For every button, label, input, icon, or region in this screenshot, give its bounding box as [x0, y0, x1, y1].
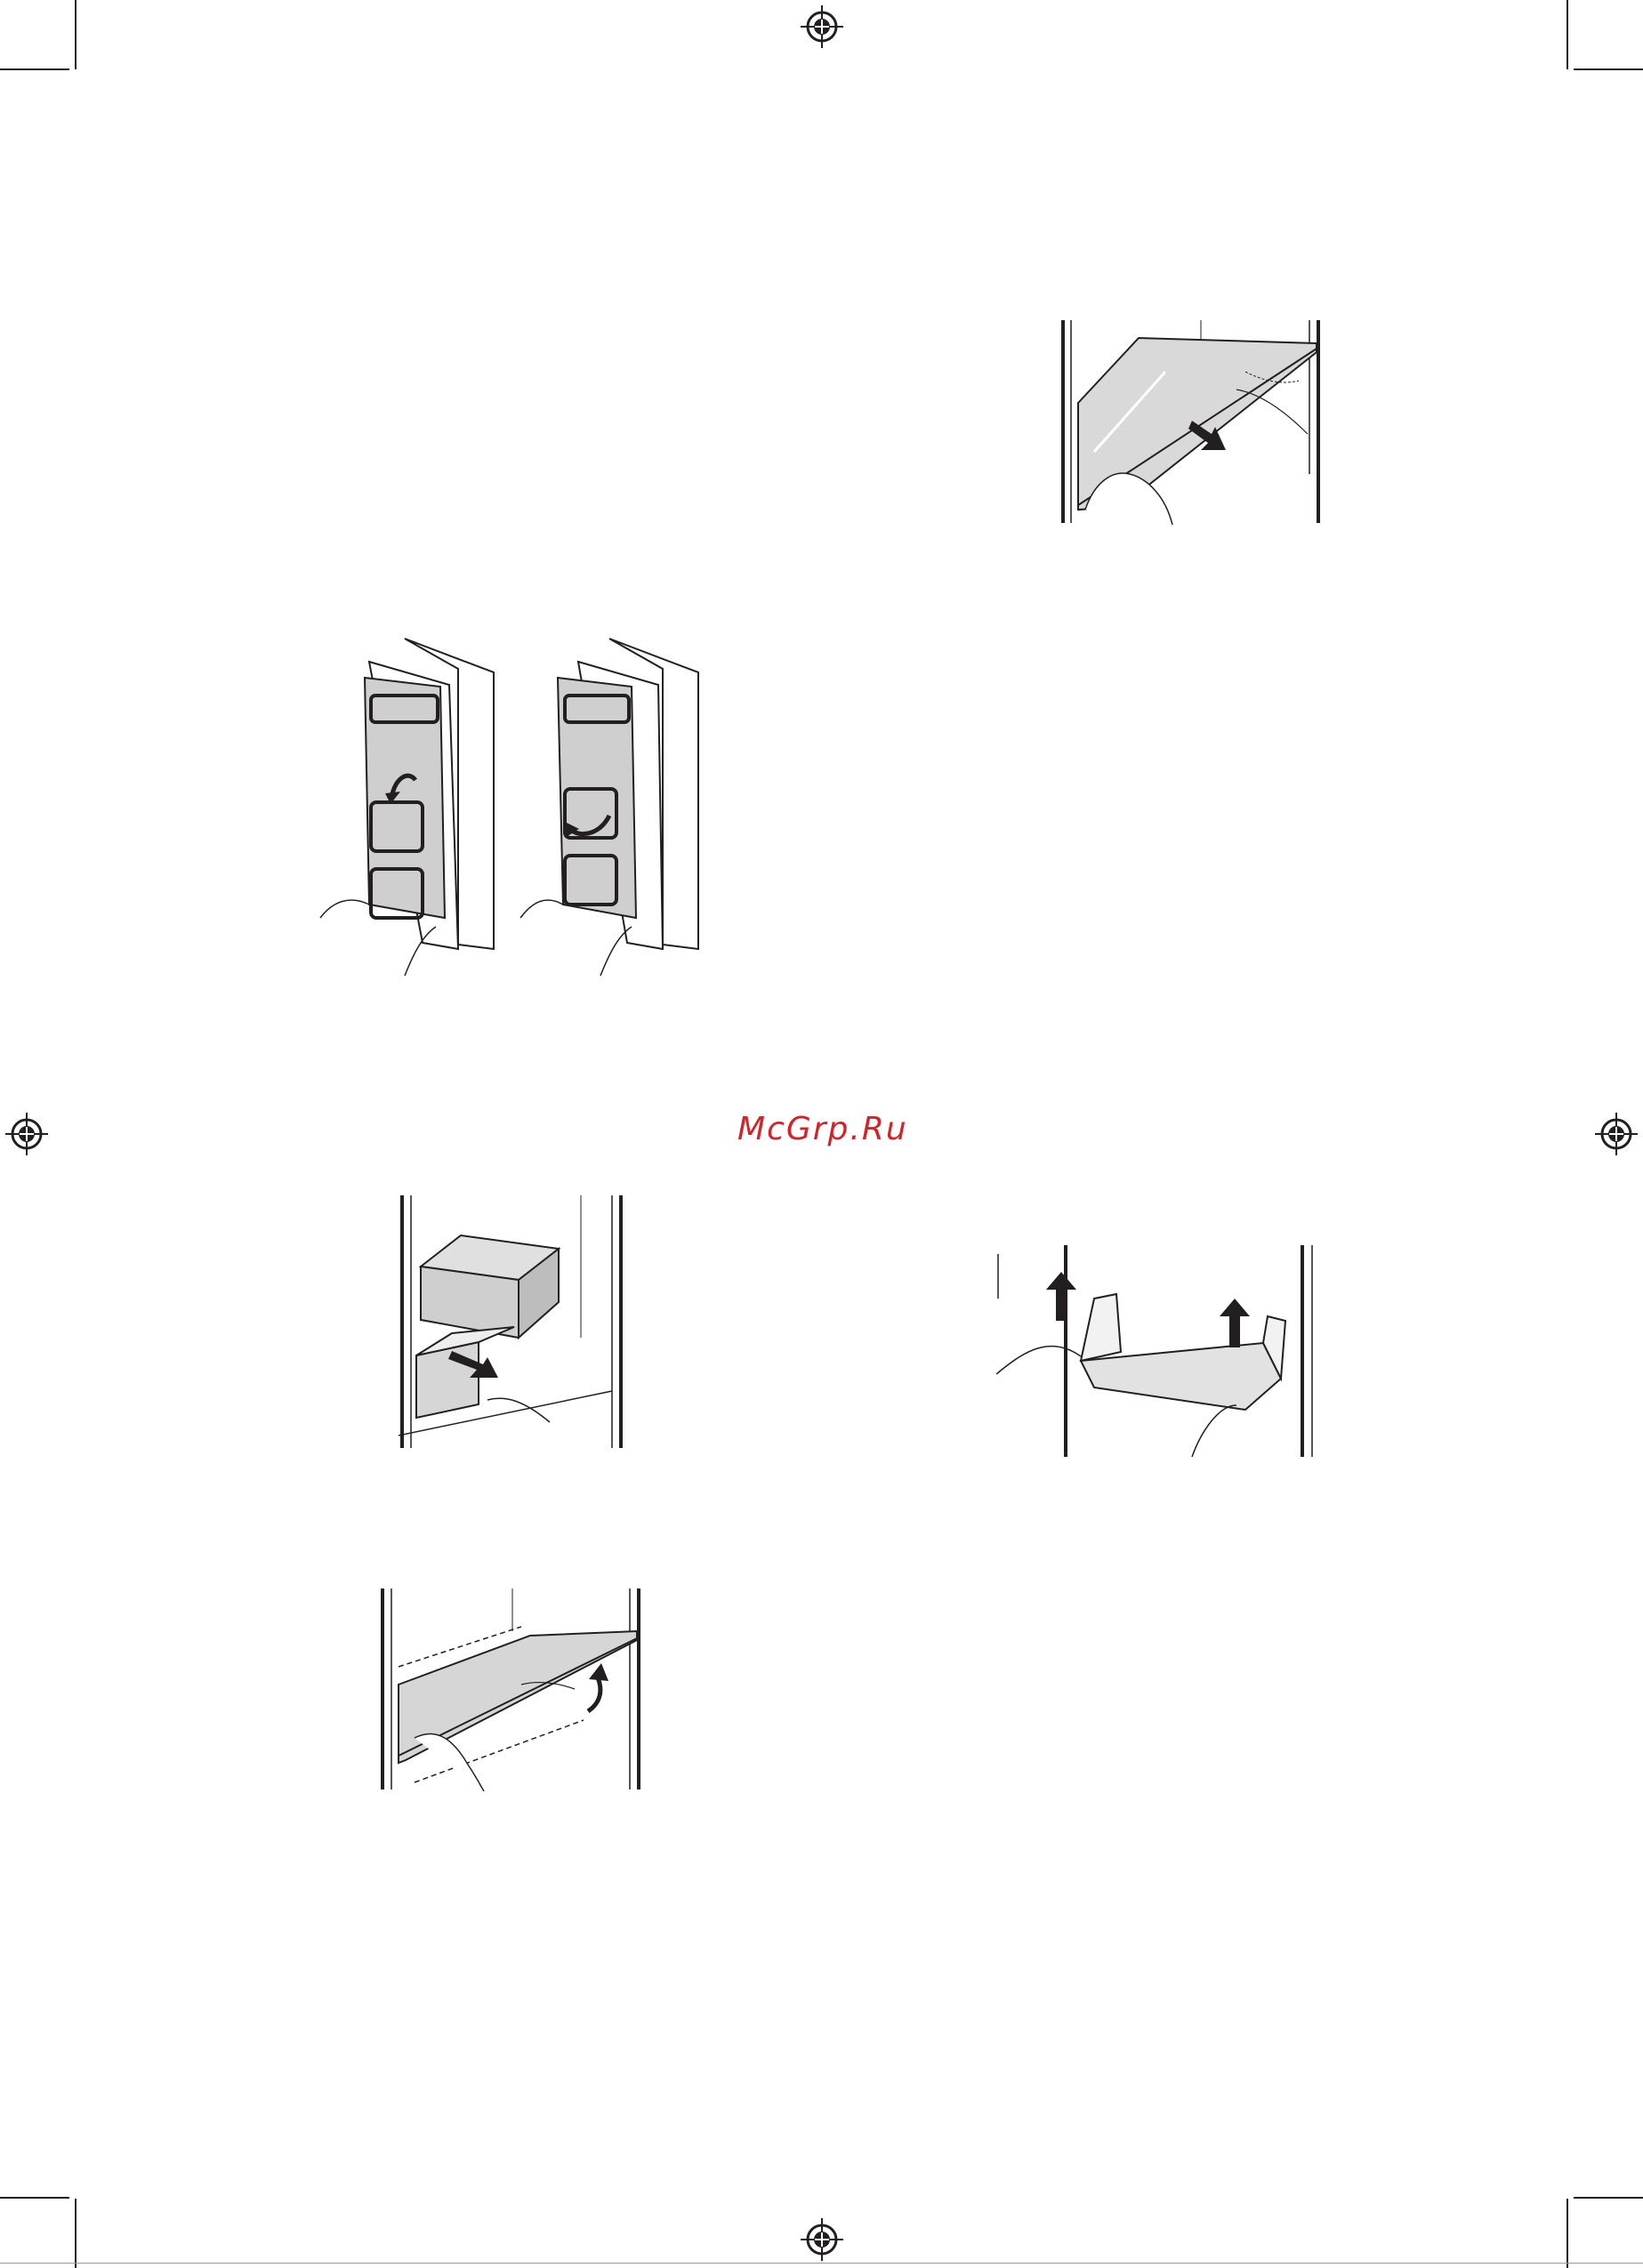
registration-mark-icon	[2, 1109, 52, 1159]
registration-mark-icon	[797, 2215, 847, 2264]
crop-mark	[1574, 2197, 1643, 2199]
registration-mark-icon	[797, 2, 847, 52]
figure-shelf-tilt	[379, 1587, 642, 1791]
door-bin-lift-illustration	[996, 1245, 1325, 1459]
drawer-removal-illustration	[399, 1195, 626, 1450]
crop-mark	[75, 2199, 77, 2268]
crop-mark	[75, 0, 77, 69]
figure-door-panels	[316, 633, 707, 989]
figure-door-bin-lift	[996, 1245, 1325, 1459]
crop-mark	[1574, 68, 1643, 70]
crop-mark	[0, 2197, 69, 2199]
watermark: McGrp.Ru	[737, 1111, 908, 1147]
crop-mark	[1566, 0, 1568, 69]
figure-drawer-pull	[399, 1195, 626, 1450]
door-panel-removal-illustration	[316, 633, 707, 989]
figure-shelf-glass-pull	[1059, 318, 1325, 525]
registration-mark-icon	[1591, 1109, 1641, 1159]
crop-mark	[1566, 2199, 1568, 2268]
shelf-glass-removal-illustration	[1059, 318, 1325, 525]
shelf-tilt-illustration	[379, 1587, 642, 1791]
crop-mark	[0, 68, 69, 70]
